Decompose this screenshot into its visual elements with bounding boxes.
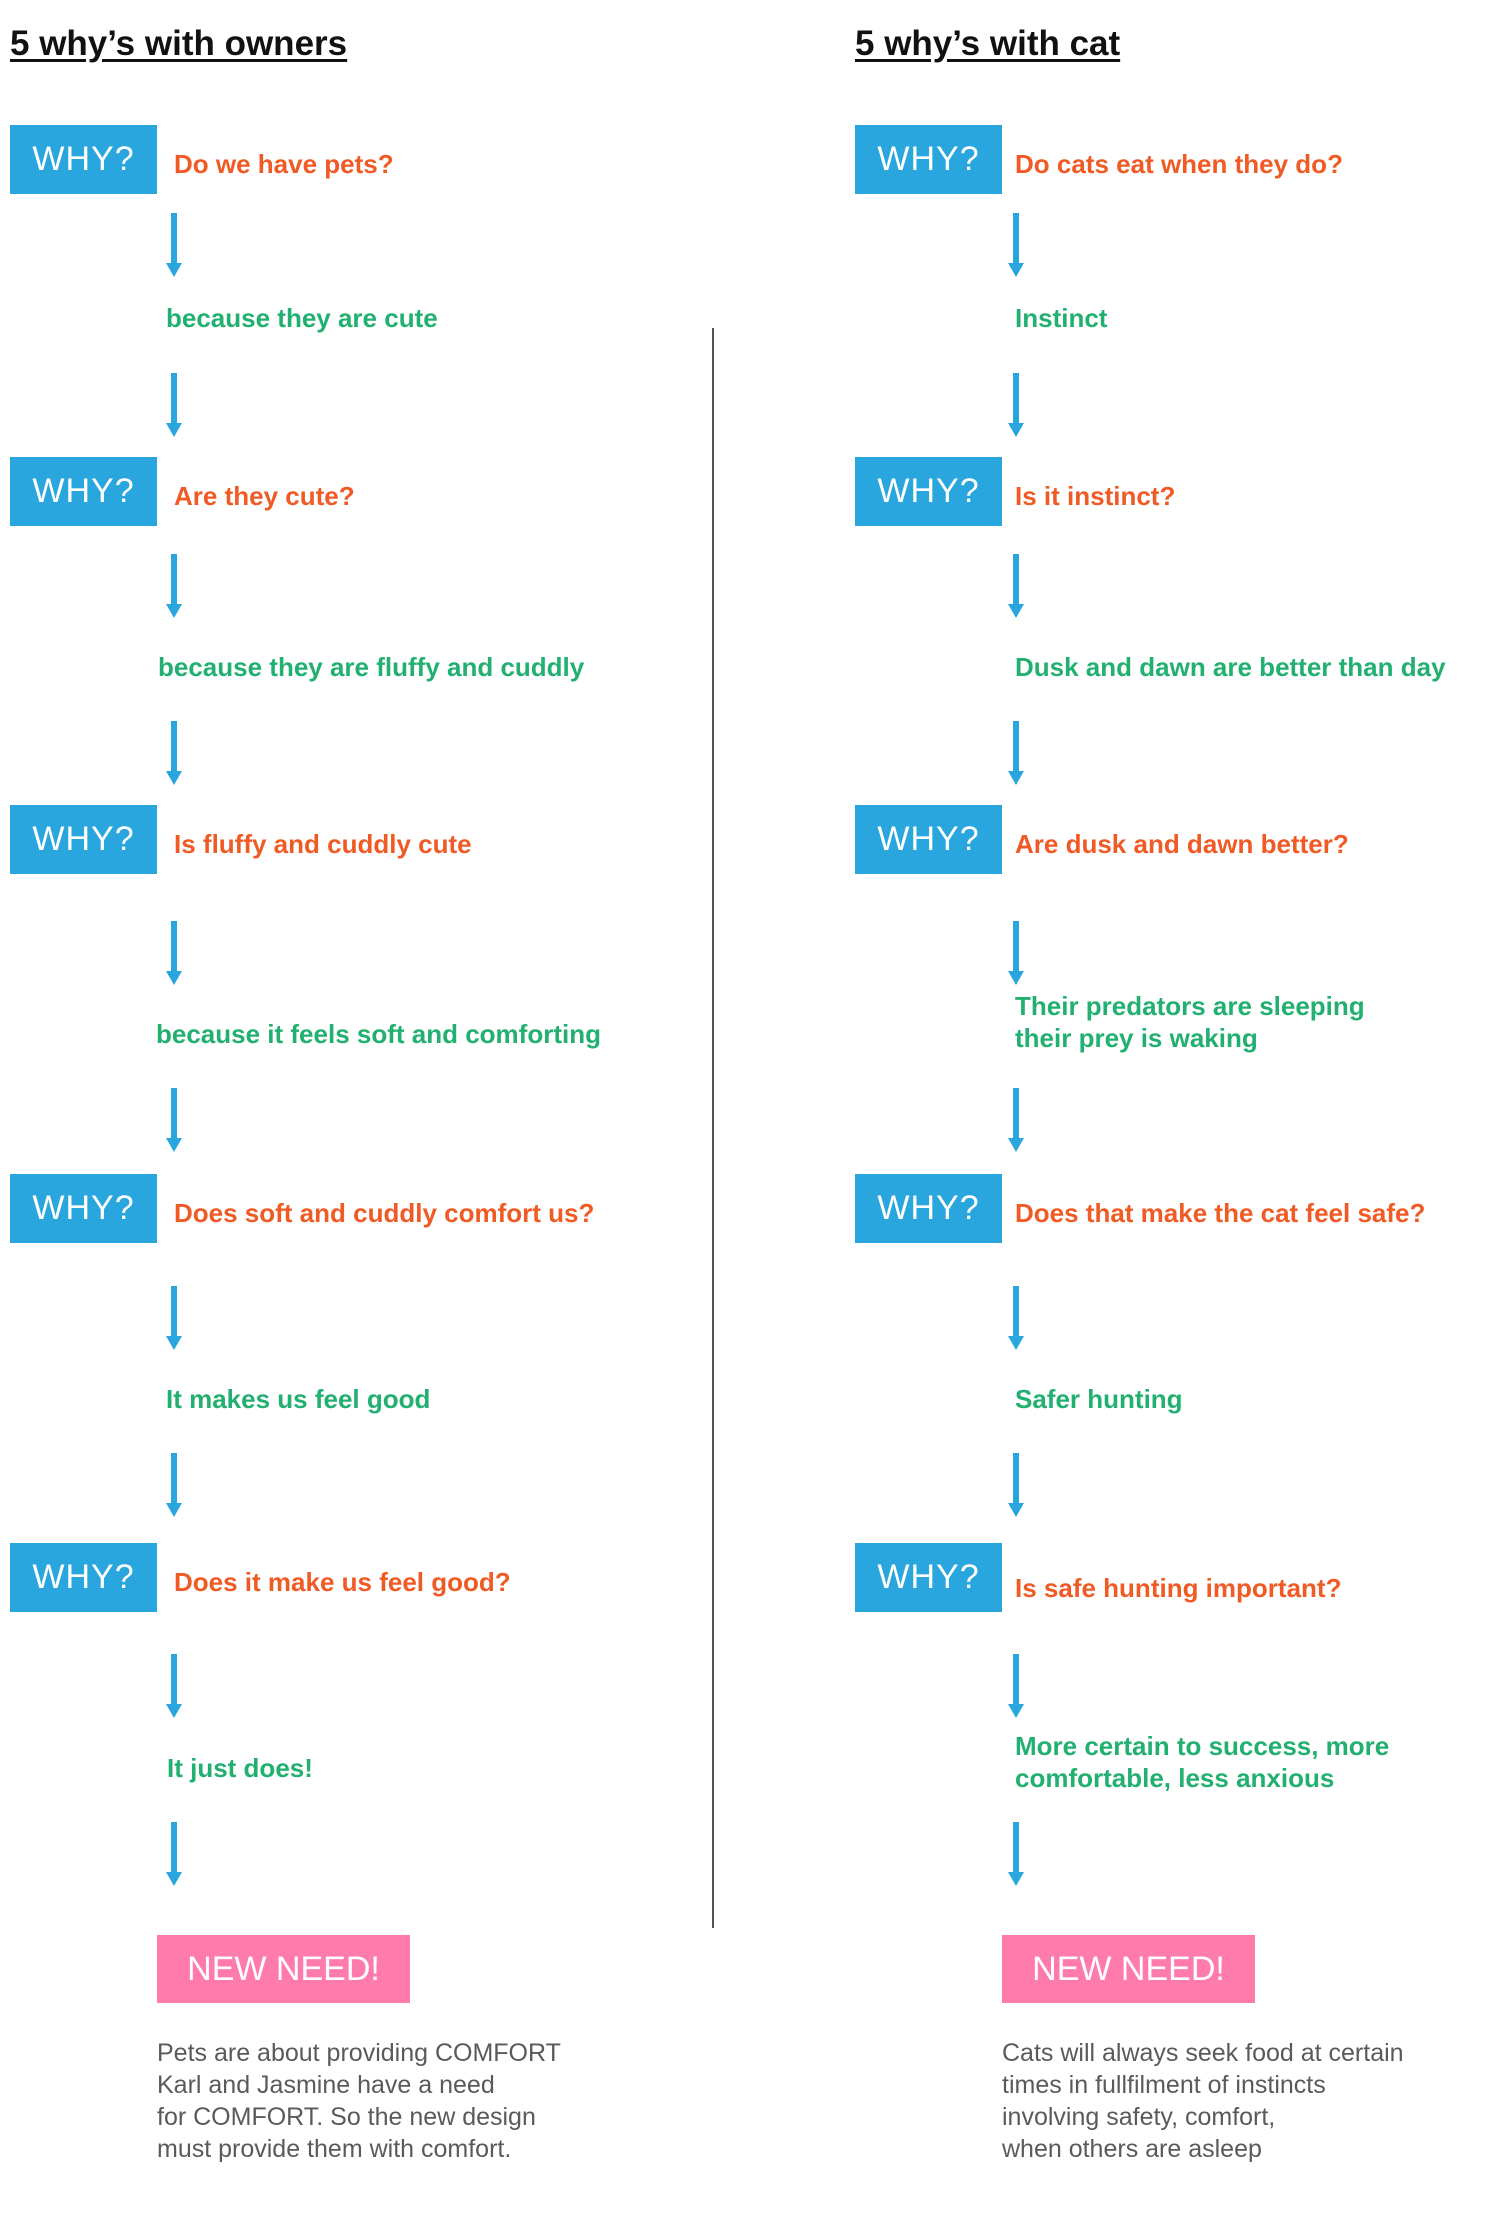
down-arrow-icon	[1008, 373, 1024, 437]
owners-question-5: Does it make us feel good?	[174, 1567, 511, 1597]
down-arrow-icon	[166, 1822, 182, 1886]
owners-answer-5: It just does!	[167, 1752, 313, 1784]
cat-why-box-3: WHY?	[855, 805, 1002, 874]
cat-why-box-5: WHY?	[855, 1543, 1002, 1612]
down-arrow-icon	[1008, 1286, 1024, 1350]
answer-line: Instinct	[1015, 303, 1108, 333]
summary-line: involving safety, comfort,	[1002, 2103, 1276, 2131]
owners-why-box-5: WHY?	[10, 1543, 157, 1612]
cat-question-1: Do cats eat when they do?	[1015, 149, 1343, 179]
owners-why-box-2: WHY?	[10, 457, 157, 526]
down-arrow-icon	[166, 1286, 182, 1350]
owners-title: 5 why’s with owners	[10, 24, 348, 63]
down-arrow-icon	[1008, 921, 1024, 985]
cat-why-box-1: WHY?	[855, 125, 1002, 194]
cat-column: 5 why’s with cat WHY? Do cats eat when t…	[845, 0, 1504, 2231]
down-arrow-icon	[1008, 554, 1024, 618]
cat-title: 5 why’s with cat	[855, 24, 1121, 63]
down-arrow-icon	[1008, 1453, 1024, 1517]
answer-line: because they are cute	[166, 303, 438, 333]
answer-line: It just does!	[167, 1753, 313, 1783]
cat-answer-1: Instinct	[1015, 302, 1107, 334]
cat-new-need-badge: NEW NEED!	[1002, 1935, 1255, 2003]
answer-line: their prey is waking	[1015, 1023, 1258, 1053]
cat-answer-4: Safer hunting	[1015, 1383, 1183, 1415]
down-arrow-icon	[166, 554, 182, 618]
down-arrow-icon	[166, 1088, 182, 1152]
answer-line: Safer hunting	[1015, 1384, 1183, 1414]
down-arrow-icon	[166, 373, 182, 437]
answer-line: because it feels soft and comforting	[156, 1019, 601, 1049]
owners-question-2: Are they cute?	[174, 481, 355, 511]
down-arrow-icon	[1008, 721, 1024, 785]
down-arrow-icon	[1008, 1654, 1024, 1718]
answer-line: More certain to success, more	[1015, 1731, 1390, 1761]
answer-line: comfortable, less anxious	[1015, 1763, 1335, 1793]
down-arrow-icon	[166, 213, 182, 277]
cat-answer-3: Their predators are sleeping their prey …	[1015, 990, 1365, 1054]
owners-why-box-3: WHY?	[10, 805, 157, 874]
owners-new-need-badge: NEW NEED!	[157, 1935, 410, 2003]
owners-answer-3: because it feels soft and comforting	[156, 1018, 601, 1050]
owners-question-3: Is fluffy and cuddly cute	[174, 829, 472, 859]
summary-line: when others are asleep	[1002, 2135, 1262, 2163]
cat-answer-5: More certain to success, more comfortabl…	[1015, 1730, 1389, 1794]
down-arrow-icon	[1008, 1088, 1024, 1152]
owners-why-box-1: WHY?	[10, 125, 157, 194]
cat-why-box-4: WHY?	[855, 1174, 1002, 1243]
down-arrow-icon	[166, 921, 182, 985]
down-arrow-icon	[166, 1654, 182, 1718]
cat-question-3: Are dusk and dawn better?	[1015, 829, 1349, 859]
cat-answer-2: Dusk and dawn are better than day	[1015, 651, 1446, 683]
down-arrow-icon	[166, 1453, 182, 1517]
cat-summary: Cats will always seek food at certain ti…	[1002, 2037, 1504, 2165]
down-arrow-icon	[166, 721, 182, 785]
owners-column: 5 why’s with owners WHY? Do we have pets…	[0, 0, 720, 2231]
answer-line: It makes us feel good	[166, 1384, 431, 1414]
summary-line: for COMFORT. So the new design	[157, 2103, 536, 2131]
down-arrow-icon	[1008, 1822, 1024, 1886]
summary-line: Cats will always seek food at certain	[1002, 2039, 1404, 2067]
owners-question-4: Does soft and cuddly comfort us?	[174, 1198, 595, 1228]
cat-question-4: Does that make the cat feel safe?	[1015, 1198, 1426, 1228]
summary-line: must provide them with comfort.	[157, 2135, 512, 2163]
answer-line: Dusk and dawn are better than day	[1015, 652, 1446, 682]
summary-line: times in fullfilment of instincts	[1002, 2071, 1326, 2099]
summary-line: Pets are about providing COMFORT	[157, 2039, 561, 2067]
cat-question-5: Is safe hunting important?	[1015, 1573, 1342, 1603]
down-arrow-icon	[1008, 213, 1024, 277]
answer-line: Their predators are sleeping	[1015, 991, 1365, 1021]
owners-answer-2: because they are fluffy and cuddly	[158, 651, 584, 683]
owners-summary: Pets are about providing COMFORT Karl an…	[157, 2037, 677, 2165]
owners-answer-4: It makes us feel good	[166, 1383, 430, 1415]
cat-question-2: Is it instinct?	[1015, 481, 1176, 511]
cat-why-box-2: WHY?	[855, 457, 1002, 526]
answer-line: because they are fluffy and cuddly	[158, 652, 585, 682]
owners-why-box-4: WHY?	[10, 1174, 157, 1243]
column-divider	[712, 328, 714, 1928]
owners-answer-1: because they are cute	[166, 302, 438, 334]
owners-question-1: Do we have pets?	[174, 149, 394, 179]
summary-line: Karl and Jasmine have a need	[157, 2071, 495, 2099]
